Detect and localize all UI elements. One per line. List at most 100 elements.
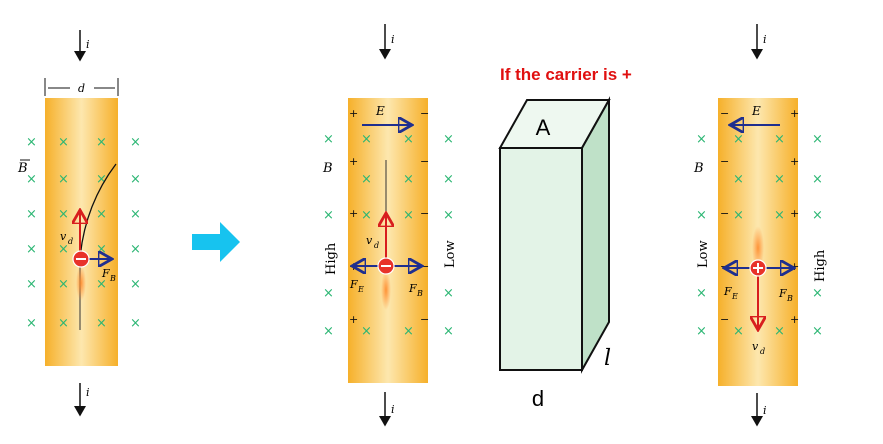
svg-text:×: × [733, 208, 744, 223]
svg-text:i: i [391, 403, 395, 416]
svg-text:×: × [26, 316, 37, 331]
svg-text:+: + [790, 313, 799, 326]
svg-text:i: i [763, 33, 767, 46]
svg-text:+: + [349, 313, 358, 326]
svg-text:v: v [366, 234, 373, 247]
right-arrow-icon [192, 222, 240, 262]
svg-text:×: × [403, 172, 414, 187]
svg-text:×: × [361, 324, 372, 339]
svg-text:+: + [349, 155, 358, 168]
conductor-strip [348, 98, 428, 383]
svg-text:×: × [323, 286, 334, 301]
svg-text:×: × [96, 316, 107, 331]
block-side-face [581, 96, 610, 374]
svg-text:B: B [109, 274, 116, 283]
svg-text:×: × [812, 172, 823, 187]
svg-text:F: F [723, 285, 732, 298]
svg-text:×: × [403, 208, 414, 223]
svg-text:×: × [812, 286, 823, 301]
svg-text:×: × [696, 132, 707, 147]
svg-text:F: F [778, 287, 787, 300]
panel-2-hall-field-negative: i i +++++ −−−−− E B ×××× ×××× ×××× ×××××… [322, 24, 458, 427]
svg-text:×: × [443, 324, 454, 339]
svg-text:×: × [443, 132, 454, 147]
svg-text:−: − [420, 207, 429, 220]
svg-text:×: × [403, 132, 414, 147]
svg-text:×: × [696, 286, 707, 301]
svg-text:×: × [130, 277, 141, 292]
svg-text:×: × [361, 208, 372, 223]
conductor-block: A d l [498, 96, 611, 411]
current-label: i [86, 38, 90, 51]
svg-text:−: − [420, 313, 429, 326]
svg-text:d: d [374, 241, 379, 250]
svg-text:−: − [420, 155, 429, 168]
svg-text:+: + [349, 207, 358, 220]
conductor-strip [45, 98, 118, 366]
svg-text:×: × [130, 135, 141, 150]
b-field-marks: ×××× ×××× ×××× ××××× [696, 132, 823, 339]
svg-text:×: × [812, 208, 823, 223]
svg-text:v: v [752, 340, 759, 353]
drift-velocity-label: v [60, 230, 67, 243]
svg-text:i: i [391, 33, 395, 46]
high-potential-label: High [813, 249, 828, 282]
svg-text:×: × [361, 172, 372, 187]
svg-text:×: × [58, 316, 69, 331]
svg-text:+: + [790, 107, 799, 120]
svg-text:×: × [696, 324, 707, 339]
svg-text:×: × [26, 242, 37, 257]
svg-text:×: × [812, 324, 823, 339]
block-width-label: d [532, 386, 544, 411]
svg-text:×: × [58, 277, 69, 292]
low-potential-label: Low [696, 240, 711, 268]
svg-text:×: × [26, 135, 37, 150]
svg-text:×: × [696, 208, 707, 223]
svg-text:×: × [58, 207, 69, 222]
high-potential-label: High [324, 242, 339, 275]
svg-text:×: × [323, 324, 334, 339]
svg-text:×: × [323, 132, 334, 147]
svg-text:+: + [790, 207, 799, 220]
block-depth-label: l [604, 346, 611, 371]
svg-text:B: B [693, 161, 704, 176]
svg-text:−: − [420, 107, 429, 120]
b-field-label: B [17, 161, 28, 176]
svg-text:d: d [760, 347, 765, 356]
panel-3-positive-carrier: i i −−−−− +++++ E B ×××× ×××× ×××× ×××××… [693, 24, 828, 427]
svg-text:×: × [96, 172, 107, 187]
svg-text:×: × [774, 324, 785, 339]
svg-text:×: × [774, 208, 785, 223]
svg-text:×: × [130, 242, 141, 257]
svg-text:×: × [58, 172, 69, 187]
svg-text:×: × [403, 324, 414, 339]
svg-text:×: × [130, 316, 141, 331]
svg-text:−: − [720, 155, 729, 168]
svg-text:×: × [774, 132, 785, 147]
b-field-marks: ×××××× ×××××× ×××××× ×××××× [26, 135, 141, 331]
svg-text:−: − [720, 207, 729, 220]
block-top-label: A [536, 115, 551, 140]
svg-text:×: × [361, 132, 372, 147]
svg-text:×: × [58, 135, 69, 150]
svg-text:×: × [26, 172, 37, 187]
svg-text:×: × [96, 277, 107, 292]
block-front-face [499, 147, 583, 371]
svg-text:×: × [130, 207, 141, 222]
svg-text:E: E [731, 292, 738, 301]
svg-text:×: × [58, 242, 69, 257]
svg-text:×: × [733, 324, 744, 339]
svg-text:×: × [26, 207, 37, 222]
panel-1-negative-carrier: i i d B ×××××× ×××××× ×××××× ×××××× v d [17, 30, 141, 417]
svg-text:F: F [408, 282, 417, 295]
width-label: d [78, 82, 85, 95]
svg-text:×: × [733, 132, 744, 147]
svg-text:×: × [96, 242, 107, 257]
electric-field-label: E [375, 104, 385, 118]
svg-text:+: + [349, 107, 358, 120]
svg-text:−: − [720, 313, 729, 326]
carrier-caption: If the carrier is + [500, 65, 632, 84]
current-label: i [86, 386, 90, 399]
svg-text:E: E [751, 104, 761, 118]
